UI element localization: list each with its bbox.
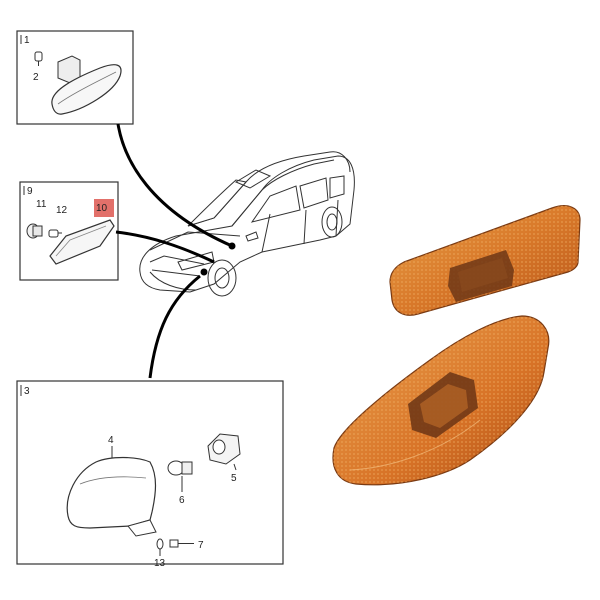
part-label-11: 11: [36, 199, 47, 210]
box-9-label: 9: [27, 186, 33, 197]
leader-dot: [200, 268, 208, 276]
box-1-label: 1: [24, 35, 30, 46]
marker-housing: [51, 64, 122, 115]
marker-lens-lower: [332, 315, 550, 486]
part-label-2: 2: [33, 72, 39, 83]
screw-icon: [169, 539, 194, 548]
leader-lines: [115, 123, 233, 379]
part-label-5: 5: [231, 473, 237, 484]
part-label-7: 7: [198, 540, 204, 551]
part-label-6: 6: [179, 495, 185, 506]
side-marker-lens: [49, 219, 115, 265]
part-label-4: 4: [108, 435, 114, 446]
box-1: 1 2: [16, 30, 134, 125]
bulb-icon: [48, 229, 62, 238]
marker-lens-upper: [389, 205, 581, 316]
socket-icon: [207, 433, 241, 471]
socket-icon: [26, 223, 43, 239]
part-10-highlight: [94, 199, 114, 217]
washer-icon: [156, 538, 164, 556]
box-3: 3 4 6 5 7 13: [16, 380, 284, 569]
bulb-icon: [34, 51, 43, 66]
box-3-label: 3: [24, 386, 30, 397]
part-label-12: 12: [56, 205, 68, 216]
bulb-icon: [167, 460, 193, 492]
part-label-13: 13: [154, 558, 166, 569]
headlamp-housing: [66, 456, 157, 529]
leader-dot: [228, 242, 236, 250]
car-illustration: [139, 151, 355, 297]
box-9: 9 10 11 12: [19, 181, 119, 281]
part-label-10: 10: [96, 203, 108, 214]
